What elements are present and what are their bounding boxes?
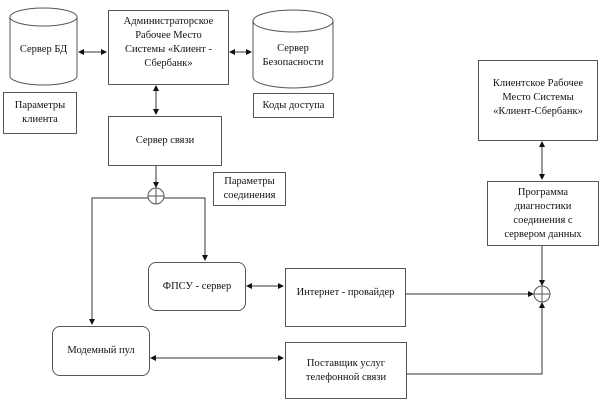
connection-params-box[interactable]: Параметры соединения [213, 172, 286, 206]
edge-junction-fpsu [164, 197, 208, 261]
db-server-label: Сервер БД [19, 44, 68, 55]
diag-program-box[interactable]: Программа диагностики соединения с серве… [487, 181, 599, 246]
admin-workstation-box[interactable]: Администраторское Рабочее Место Системы … [108, 10, 229, 85]
edge-junction-modem [89, 197, 148, 325]
modem-pool-box[interactable]: Модемный пул [52, 326, 150, 376]
access-codes-box[interactable]: Коды доступа [253, 93, 334, 118]
client-workstation-box[interactable]: Клиентское Рабочее Место Системы «Клиент… [478, 60, 598, 141]
comm-server-box[interactable]: Сервер связи [108, 116, 222, 166]
fpsu-server-box[interactable]: ФПСУ - сервер [148, 262, 246, 311]
security-server-cylinder[interactable] [252, 9, 334, 89]
db-server-cylinder[interactable] [9, 7, 78, 86]
phone-provider-box[interactable]: Поставщик услуг телефонной связи [285, 342, 407, 399]
internet-provider-box[interactable]: Интернет - провайдер [285, 268, 406, 327]
client-params-box[interactable]: Параметры клиента [3, 92, 77, 134]
security-server-label: Сервер Безопасности [262, 43, 324, 68]
edge-phone-junction [406, 302, 545, 375]
